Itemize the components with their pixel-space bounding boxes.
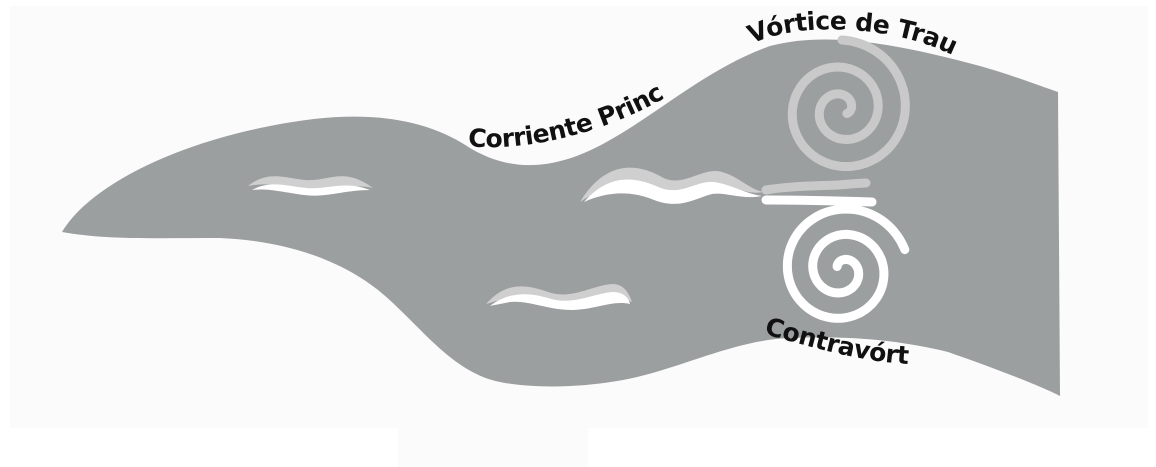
counter-vortex-tail xyxy=(766,200,872,202)
river-band xyxy=(62,39,1060,396)
